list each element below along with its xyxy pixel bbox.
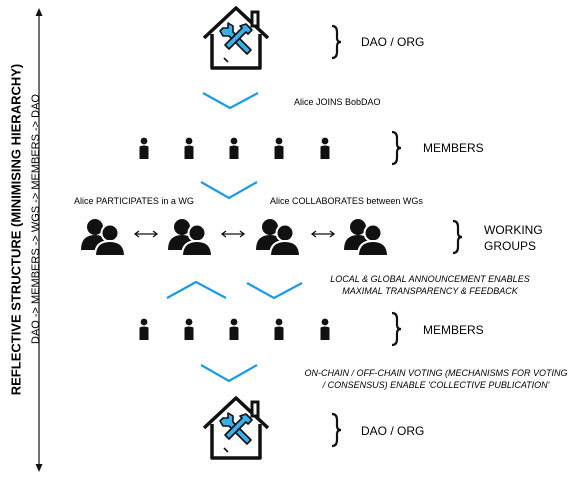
chevron-down-icon	[246, 282, 303, 300]
annotation-participates: Alice PARTICIPATES in a WG	[74, 196, 194, 206]
flow-chevrons	[166, 92, 303, 383]
person-icon	[320, 318, 330, 340]
person-icon	[139, 318, 149, 340]
annotation-collaborates: Alice COLLABORATES between WGs	[270, 196, 423, 206]
curly-brace-icon	[451, 219, 464, 255]
level-label-members-bottom: MEMBERS	[423, 323, 484, 337]
annotation-announcement-line2: MAXIMAL TRANSPARENCY & FEEDBACK	[342, 286, 518, 296]
annotation-voting-line2: / CONSENSUS) ENABLE 'COLLECTIVE PUBLICAT…	[322, 380, 550, 390]
curly-brace-icon	[330, 24, 343, 60]
curly-brace-icon	[390, 311, 403, 347]
level-label-groups: GROUPS	[484, 239, 537, 253]
double-arrow-icon	[311, 230, 335, 238]
annotation-voting-line1: ON-CHAIN / OFF-CHAIN VOTING (MECHANISMS …	[304, 368, 568, 378]
vertical-axis-arrow	[35, 8, 43, 472]
group-icon	[343, 218, 389, 257]
person-icon	[229, 137, 239, 159]
group-icon	[167, 218, 213, 257]
working-groups-row	[80, 218, 389, 257]
person-icon	[274, 137, 284, 159]
person-icon	[320, 137, 330, 159]
curly-brace-icon	[330, 412, 343, 448]
person-icon	[184, 137, 194, 159]
members-row-bottom	[139, 318, 330, 340]
house-tools-icon	[202, 6, 270, 70]
double-arrow-icon	[221, 230, 245, 238]
group-icon	[255, 218, 301, 257]
level-label-members-top: MEMBERS	[423, 141, 484, 155]
level-label-dao-bottom: DAO / ORG	[361, 424, 425, 438]
members-row-top	[139, 137, 330, 159]
double-arrow-icon	[134, 230, 158, 238]
level-label-dao-top: DAO / ORG	[361, 35, 425, 49]
side-title: REFLECTIVE STRUCTURE (MINIMISING HIERARC…	[8, 63, 24, 396]
group-icon	[80, 218, 126, 257]
house-tools-icon	[202, 396, 270, 460]
level-label-working: WORKING	[484, 223, 543, 237]
side-subtitle: DAO -> MEMBERS -> WGS -> MEMBERS -> DAO	[30, 94, 42, 344]
chevron-down-icon	[202, 92, 259, 110]
person-icon	[139, 137, 149, 159]
person-icon	[184, 318, 194, 340]
person-icon	[229, 318, 239, 340]
curly-brace-icon	[390, 130, 403, 166]
annotation-join: Alice JOINS BobDAO	[294, 97, 381, 107]
annotation-announcement-line1: LOCAL & GLOBAL ANNOUNCEMENT ENABLES	[330, 274, 530, 284]
chevron-down-icon	[200, 181, 258, 200]
person-icon	[274, 318, 284, 340]
chevron-up-icon	[166, 280, 227, 299]
chevron-down-icon	[200, 364, 258, 383]
